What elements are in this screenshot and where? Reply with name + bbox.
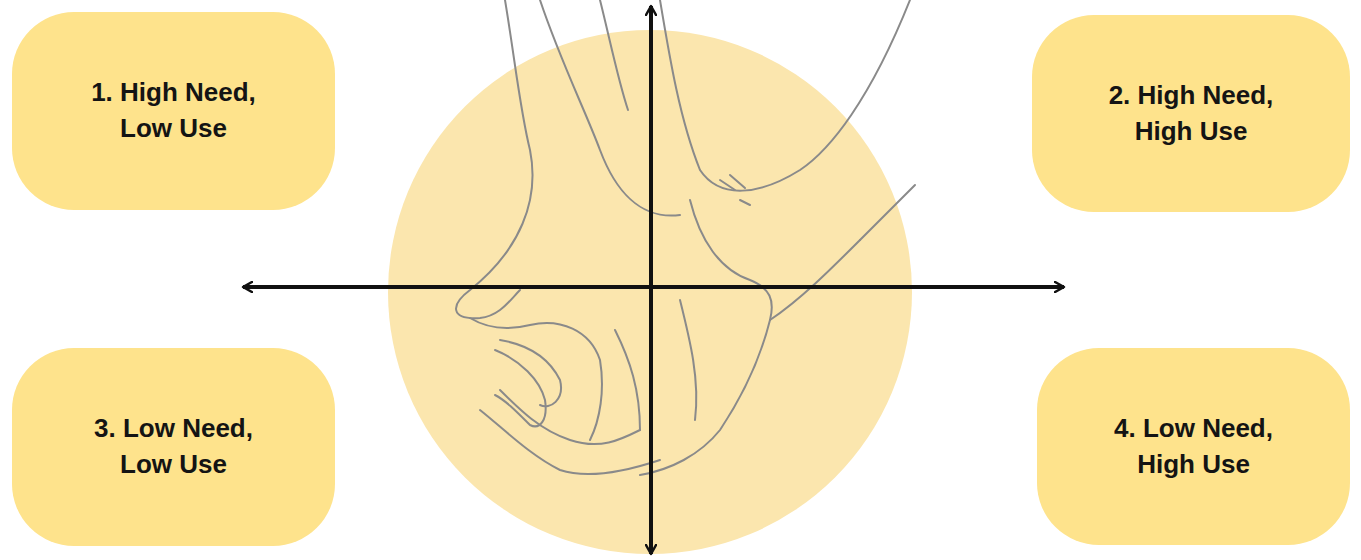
- quadrant-label: 3. Low Need, Low Use: [78, 411, 269, 483]
- quadrant-label: 2. High Need, High Use: [1098, 78, 1284, 150]
- quadrant-label: 1. High Need, Low Use: [78, 75, 269, 147]
- box-content: 1. High Need, Low Use: [78, 75, 269, 147]
- box-content: 2. High Need, High Use: [1098, 78, 1284, 150]
- quadrant-box: 1. High Need, Low Use: [12, 12, 335, 210]
- box-content: 4. Low Need, High Use: [1103, 411, 1284, 483]
- quadrant-box: 4. Low Need, High Use: [1037, 348, 1350, 545]
- quadrant-box: 2. High Need, High Use: [1032, 15, 1350, 212]
- horizontal-axis: [258, 285, 1064, 289]
- box-content: 3. Low Need, Low Use: [78, 411, 269, 483]
- quadrant-label: 4. Low Need, High Use: [1103, 411, 1284, 483]
- quadrant-box: 3. Low Need, Low Use: [12, 348, 335, 546]
- hands-sketch: [456, 0, 915, 475]
